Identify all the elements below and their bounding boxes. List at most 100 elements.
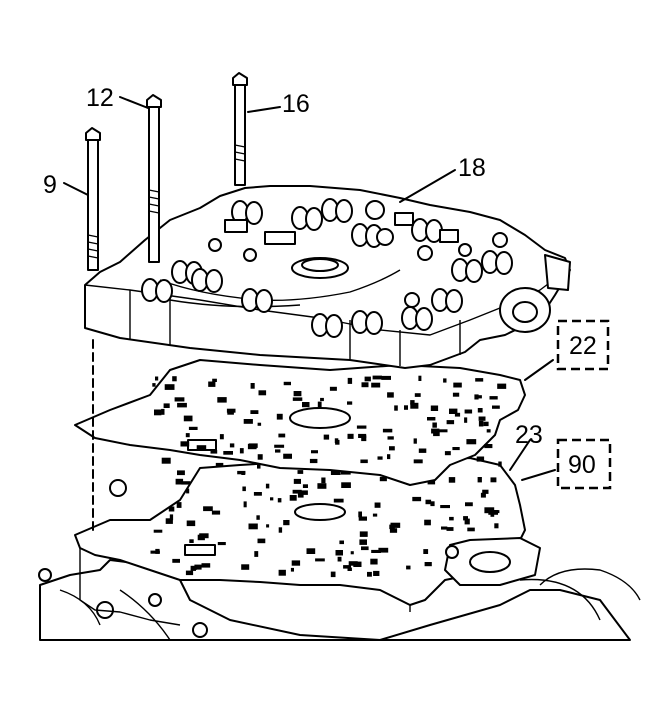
port-hole	[410, 400, 415, 405]
port-hole	[243, 419, 253, 424]
port-hole	[241, 564, 250, 570]
port-hole	[476, 456, 485, 462]
port-hole	[492, 405, 500, 409]
port-hole	[290, 567, 294, 572]
port-hole	[367, 571, 372, 577]
valve-spool	[445, 289, 463, 313]
port-hole	[394, 405, 398, 411]
callout-16: 16	[282, 90, 310, 118]
port-hole	[486, 429, 491, 433]
port-hole	[347, 401, 353, 405]
port-hole	[371, 382, 381, 388]
port-hole	[358, 511, 362, 518]
port-hole	[196, 445, 207, 450]
port-hole	[361, 435, 367, 442]
port-hole	[186, 520, 196, 527]
port-hole	[480, 492, 486, 498]
spacer-plate-23	[74, 457, 541, 626]
port-hole	[356, 425, 367, 429]
port-hole	[188, 426, 198, 430]
port-hole	[452, 392, 460, 397]
port-hole	[490, 477, 497, 483]
port-hole	[454, 412, 461, 417]
port-hole	[274, 444, 285, 448]
port-hole	[201, 563, 211, 568]
port-hole	[466, 439, 477, 445]
port-hole	[250, 383, 255, 389]
port-hole	[377, 456, 383, 460]
callout-90: 90	[568, 451, 596, 479]
port-hole	[293, 391, 302, 397]
port-hole	[339, 540, 344, 545]
port-hole	[217, 397, 227, 403]
port-hole	[364, 376, 371, 382]
valve-spool	[365, 311, 383, 335]
port-hole	[425, 499, 432, 505]
port-hole	[317, 483, 327, 489]
port-hole	[293, 478, 301, 484]
port-hole	[347, 567, 352, 571]
port-hole	[477, 408, 483, 413]
port-hole	[181, 481, 191, 485]
port-hole	[161, 457, 171, 464]
port-hole	[297, 470, 304, 474]
port-hole	[379, 476, 387, 482]
port-hole	[484, 444, 493, 449]
port-hole	[247, 443, 257, 450]
port-hole	[341, 471, 351, 475]
port-hole	[498, 461, 502, 467]
port-hole	[211, 510, 221, 515]
callout-18: 18	[458, 154, 486, 182]
port-hole	[165, 518, 173, 524]
port-hole	[215, 462, 224, 467]
port-hole	[438, 429, 448, 433]
port-hole	[297, 491, 304, 498]
port-hole	[186, 488, 190, 494]
bolt-12	[146, 94, 162, 263]
port-hole	[387, 392, 394, 398]
port-hole	[169, 514, 174, 521]
port-hole	[317, 401, 322, 408]
port-hole	[440, 505, 450, 509]
port-hole	[174, 397, 185, 402]
port-hole	[494, 523, 499, 529]
port-hole	[163, 403, 170, 408]
port-hole	[370, 558, 378, 565]
port-hole	[257, 422, 262, 426]
port-hole	[389, 524, 395, 530]
port-hole	[476, 395, 482, 399]
port-hole	[489, 396, 498, 400]
port-hole	[433, 431, 440, 437]
port-hole	[257, 454, 263, 460]
port-hole	[155, 376, 159, 381]
port-hole	[414, 393, 421, 397]
port-hole	[302, 402, 310, 408]
port-hole	[185, 433, 190, 438]
port-hole	[161, 408, 165, 415]
port-hole	[250, 410, 259, 414]
port-hole	[276, 413, 283, 420]
port-hole	[320, 397, 324, 402]
solenoid	[499, 254, 571, 333]
port-hole	[219, 434, 224, 440]
port-hole	[315, 558, 325, 562]
port-hole	[464, 409, 473, 414]
port-hole	[217, 542, 226, 546]
port-hole	[256, 515, 260, 520]
port-hole	[258, 390, 267, 396]
callout-22: 22	[569, 332, 597, 360]
port-hole	[446, 420, 455, 425]
port-hole	[321, 477, 326, 484]
valve-spool	[415, 307, 433, 331]
port-hole	[413, 438, 417, 444]
port-hole	[329, 386, 337, 391]
port-hole	[382, 428, 393, 433]
port-hole	[431, 428, 440, 434]
port-hole	[239, 448, 244, 454]
port-hole	[381, 375, 391, 380]
port-hole	[424, 519, 431, 526]
port-hole	[223, 451, 233, 455]
valve-spool	[335, 199, 353, 223]
port-hole	[309, 458, 318, 464]
